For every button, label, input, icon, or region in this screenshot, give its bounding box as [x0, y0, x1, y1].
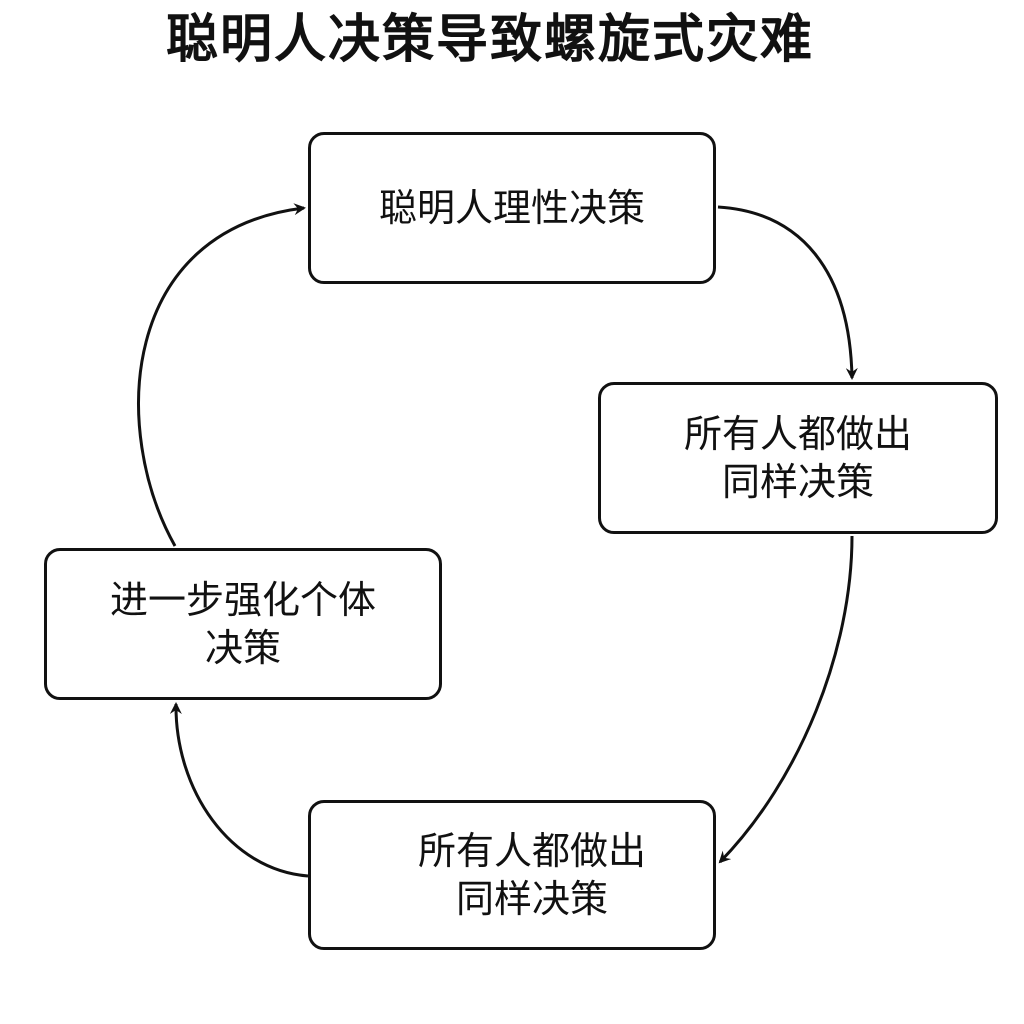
node-reinforce-individual-decision: 进一步强化个体 决策	[44, 548, 442, 700]
arrow-top-to-right	[717, 205, 858, 380]
arrow-bottom-to-left	[169, 702, 309, 878]
arrow-left-to-top	[137, 203, 306, 547]
node-everyone-same-decision: 所有人都做出 同样决策	[598, 382, 998, 534]
node-label-line: 决策	[204, 626, 281, 670]
node-smart-rational-decision: 聪明人理性决策	[308, 132, 716, 284]
diagram-title: 聪明人决策导致螺旋式灾难	[165, 10, 814, 70]
node-label-line: 同样决策	[721, 460, 874, 504]
node-label-line: 所有人都做出	[683, 412, 912, 456]
arrow-right-to-bottom	[718, 535, 854, 864]
node-label-line: 同样决策	[455, 877, 608, 921]
node-label-line: 聪明人理性决策	[378, 186, 645, 230]
node-label-line: 所有人都做出	[417, 829, 646, 873]
node-label-line: 进一步强化个体	[109, 578, 376, 622]
node-everyone-same-decision-2: 所有人都做出 同样决策	[308, 800, 716, 950]
